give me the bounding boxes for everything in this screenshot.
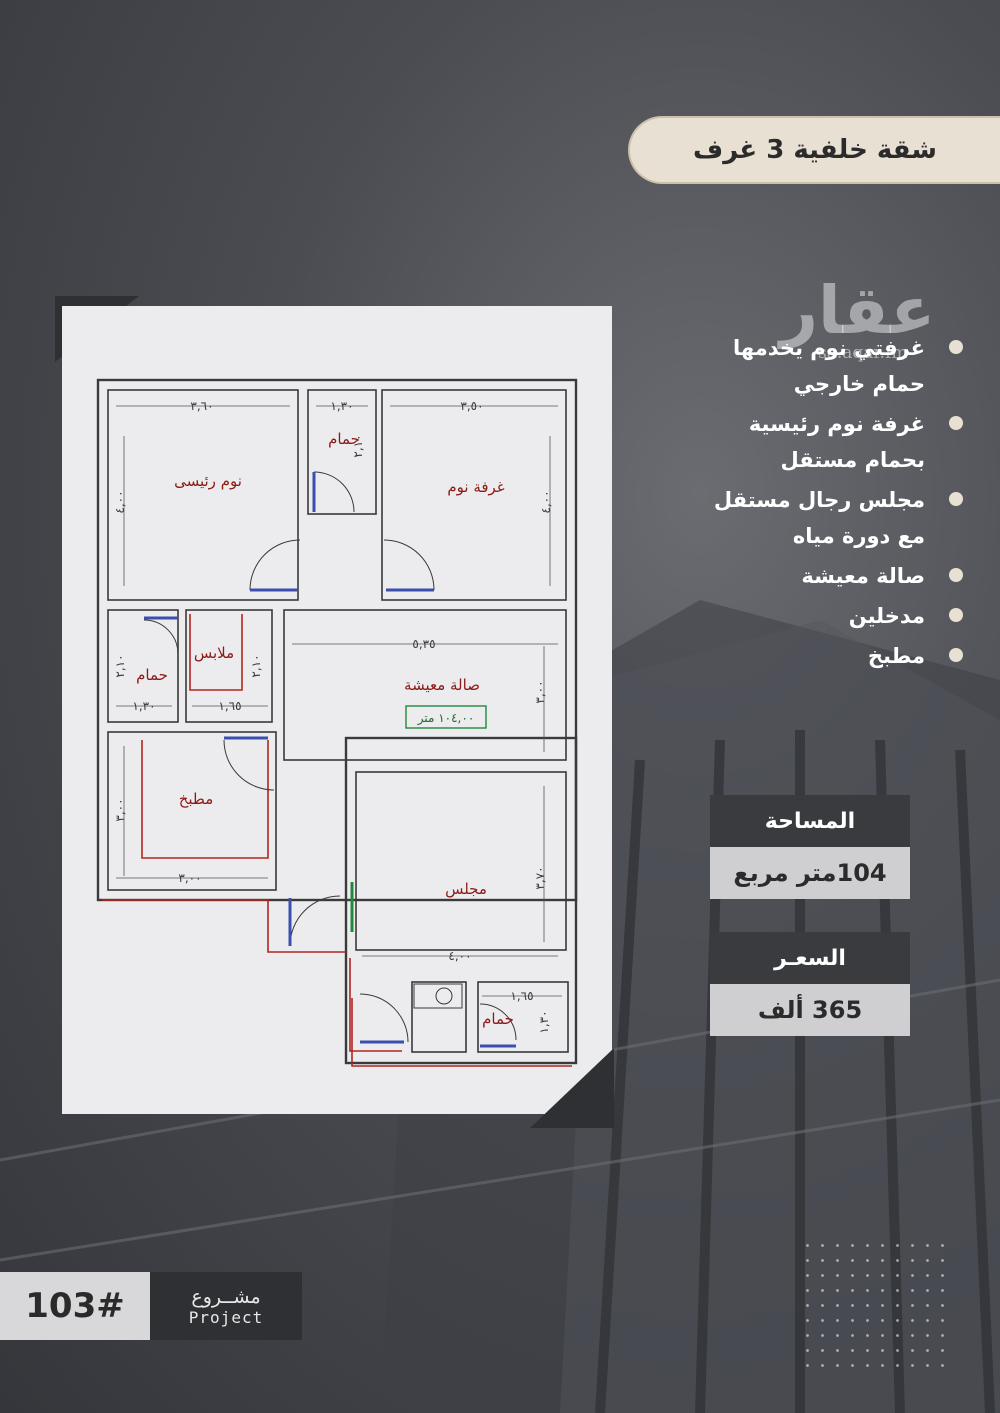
feature-line: حمام خارجي xyxy=(793,372,925,396)
dim-living-w: ٥,٣٥ xyxy=(412,637,435,651)
feature-line: مطبخ xyxy=(867,644,925,668)
feature-line: غرفة نوم رئيسية xyxy=(748,412,925,436)
dim-kitchen-w: ٣,٠٠ xyxy=(178,871,201,885)
feature-item: مطبخ xyxy=(605,638,963,674)
project-number: 103# xyxy=(0,1272,150,1340)
floor-plan-drawing: نوم رئيسى غرفة نوم حمام حمام ملابس صالة … xyxy=(96,378,578,1067)
bullet-dot-icon xyxy=(949,492,963,506)
project-label-ar: مشــروع xyxy=(191,1285,261,1308)
dim-majlis-h: ٣,٧٠ xyxy=(533,866,547,889)
price-value: 365 ألف xyxy=(710,984,910,1036)
dim-bath-bottom-w: ١,٦٥ xyxy=(510,989,533,1003)
bullet-dot-icon xyxy=(949,340,963,354)
dot-pattern-decoration xyxy=(800,1238,950,1370)
dim-bath-top-h: ٢,١٠ xyxy=(351,434,365,457)
room-bath-top: حمام xyxy=(328,430,360,448)
room-bath-bottom: حمام xyxy=(482,1010,514,1028)
feature-item: صالة معيشة xyxy=(605,558,963,594)
aqar-logo-watermark: عقار xyxy=(780,272,936,349)
feature-item: غرفة نوم رئيسية بحمام مستقل xyxy=(605,406,963,478)
dim-closet-h: ٢,١٠ xyxy=(249,654,263,677)
dim-majlis-w: ٤,٠٠ xyxy=(448,949,471,963)
area-label: المساحة xyxy=(710,795,910,847)
project-label-en: Project xyxy=(188,1307,264,1327)
aqar-site-watermark: sa.aqar.fm xyxy=(818,343,908,363)
room-bedroom: غرفة نوم xyxy=(447,478,504,496)
feature-line: صالة معيشة xyxy=(801,564,925,588)
dim-closet-w: ١,٦٥ xyxy=(218,699,241,713)
room-living: صالة معيشة xyxy=(404,676,480,694)
bullet-dot-icon xyxy=(949,416,963,430)
room-kitchen: مطبخ xyxy=(179,790,214,808)
dim-bath-bottom-h: ١,٣٠ xyxy=(537,1010,551,1033)
feature-line: غرفتي نوم يخدمها xyxy=(733,336,925,360)
corner-decoration-bottom xyxy=(530,1048,614,1128)
room-majlis: مجلس xyxy=(445,880,487,898)
dim-master-h: ٤,٠٠ xyxy=(113,490,127,513)
dim-bath-top-w: ١,٣٠ xyxy=(330,399,353,413)
price-label: السعـر xyxy=(710,932,910,984)
feature-list: غرفتي نوم يخدمها حمام خارجي غرفة نوم رئي… xyxy=(605,330,963,678)
room-master: نوم رئيسى xyxy=(174,472,242,490)
project-label: مشــروع Project xyxy=(150,1272,302,1340)
bullet-dot-icon xyxy=(949,648,963,662)
dim-bed-w: ٣,٥٠ xyxy=(460,399,483,413)
floor-plan: نوم رئيسى غرفة نوم حمام حمام ملابس صالة … xyxy=(62,306,612,1114)
feature-line: مدخلين xyxy=(848,604,925,628)
room-bath-left: حمام xyxy=(136,666,168,684)
dim-bed-h: ٤,٠٠ xyxy=(539,490,553,513)
dim-kitchen-h: ٣,٠٠ xyxy=(113,798,127,821)
feature-item: غرفتي نوم يخدمها حمام خارجي xyxy=(605,330,963,402)
dim-master-w: ٣,٦٠ xyxy=(190,399,213,413)
dim-bath-left-h: ٢,١٠ xyxy=(113,654,127,677)
title-banner: شقة خلفية 3 غرف xyxy=(630,118,1000,182)
feature-item: مجلس رجال مستقل مع دورة مياه xyxy=(605,482,963,554)
feature-line: مجلس رجال مستقل xyxy=(713,488,925,512)
dim-bath-left-w: ١,٣٠ xyxy=(132,699,155,713)
feature-item: مدخلين xyxy=(605,598,963,634)
area-value: 104متر مربع xyxy=(710,847,910,899)
bullet-dot-icon xyxy=(949,568,963,582)
living-area-value: ١٠٤,٠٠ متر xyxy=(417,711,475,726)
feature-line: بحمام مستقل xyxy=(780,448,926,472)
page-title: شقة خلفية 3 غرف xyxy=(693,135,937,165)
dim-living-h: ٣,٠٠ xyxy=(533,680,547,703)
feature-line: مع دورة مياه xyxy=(792,524,925,548)
bullet-dot-icon xyxy=(949,608,963,622)
room-closet: ملابس xyxy=(194,644,234,662)
